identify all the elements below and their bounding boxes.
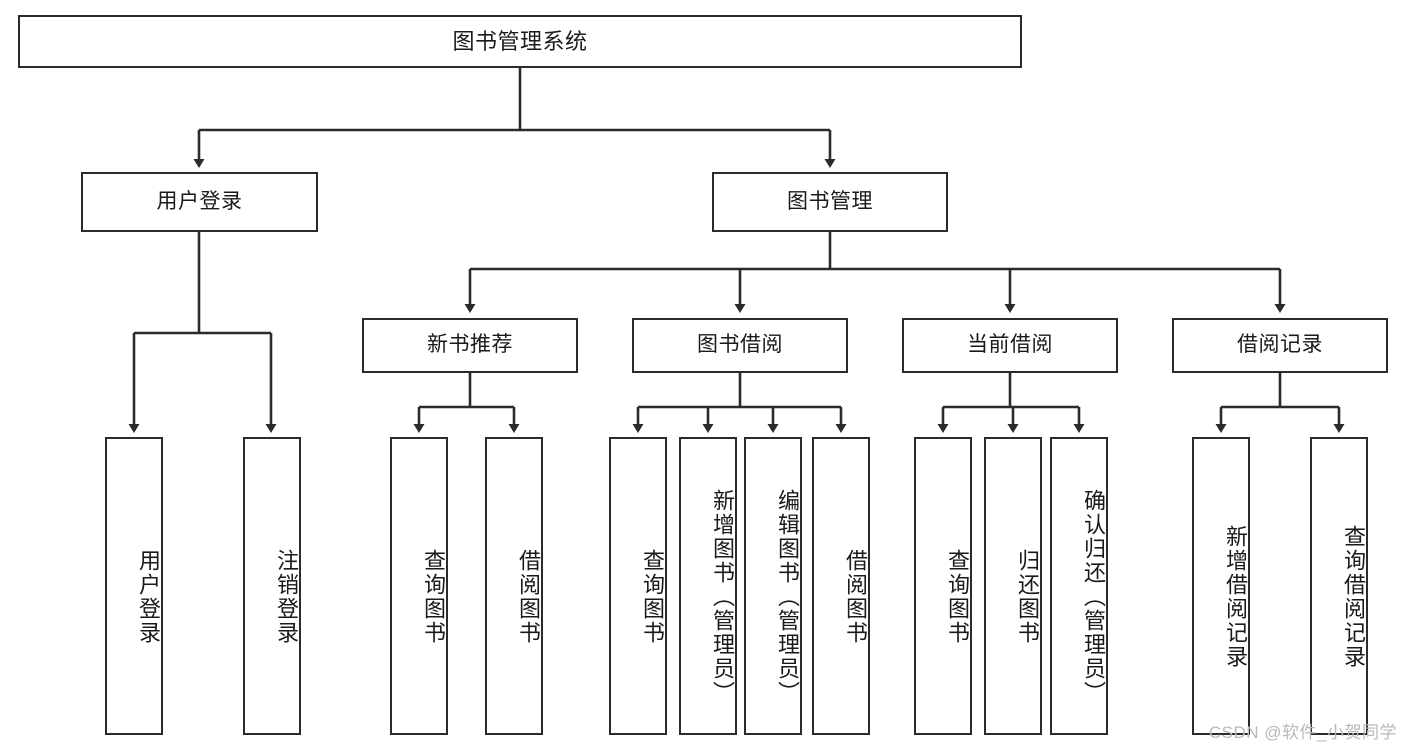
node-leaf-query-record[interactable]: 查询借阅记录	[1310, 437, 1368, 735]
node-leaf-edit-book[interactable]: 编辑图书（管理员）	[744, 437, 802, 735]
node-new-book-recommend[interactable]: 新书推荐	[362, 318, 578, 373]
node-leaf-borrow-book-2[interactable]: 借阅图书	[812, 437, 870, 735]
node-leaf-query-book-1[interactable]: 查询图书	[390, 437, 448, 735]
watermark-text: CSDN @软件_小贺同学	[1208, 723, 1397, 742]
node-book-borrow[interactable]: 图书借阅	[632, 318, 848, 373]
node-leaf-return-book[interactable]: 归还图书	[984, 437, 1042, 735]
node-leaf-query-book-2[interactable]: 查询图书	[609, 437, 667, 735]
node-leaf-user-login[interactable]: 用户登录	[105, 437, 163, 735]
node-book-manage[interactable]: 图书管理	[712, 172, 948, 232]
node-leaf-borrow-book-1[interactable]: 借阅图书	[485, 437, 543, 735]
node-leaf-query-book-3[interactable]: 查询图书	[914, 437, 972, 735]
node-root[interactable]: 图书管理系统	[18, 15, 1022, 68]
node-leaf-confirm-return[interactable]: 确认归还（管理员）	[1050, 437, 1108, 735]
node-current-borrow[interactable]: 当前借阅	[902, 318, 1118, 373]
node-borrow-record[interactable]: 借阅记录	[1172, 318, 1388, 373]
node-leaf-add-record[interactable]: 新增借阅记录	[1192, 437, 1250, 735]
node-user-login[interactable]: 用户登录	[81, 172, 318, 232]
node-leaf-add-book[interactable]: 新增图书（管理员）	[679, 437, 737, 735]
node-leaf-logout[interactable]: 注销登录	[243, 437, 301, 735]
